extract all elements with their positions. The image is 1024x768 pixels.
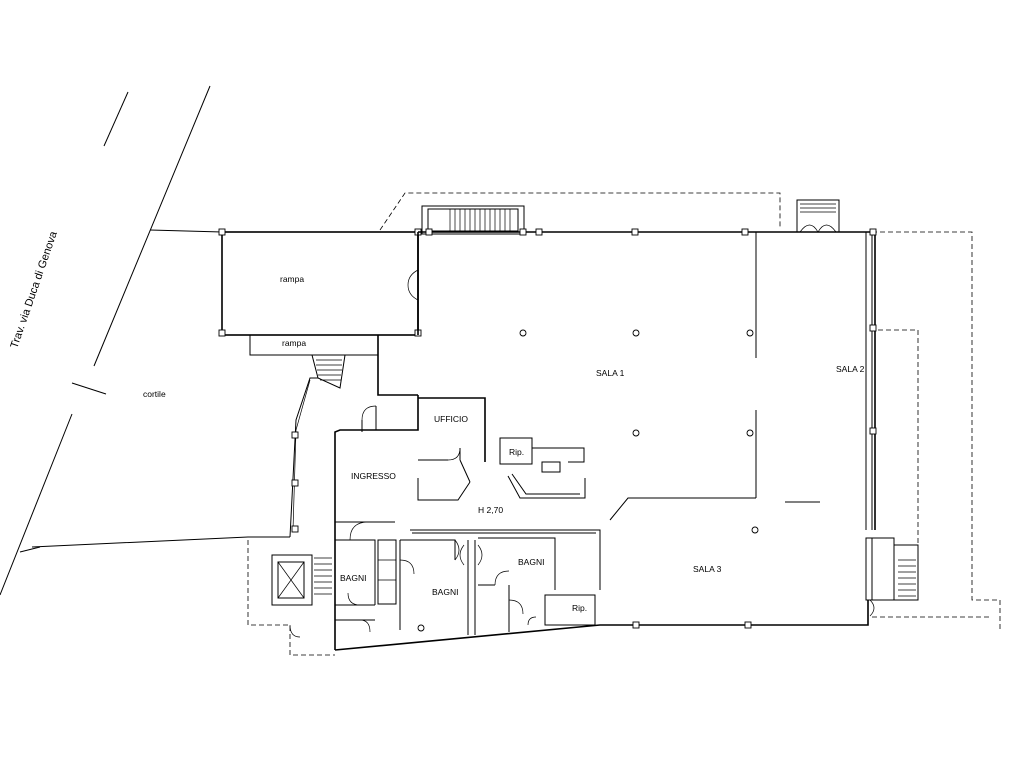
label-sala2: SALA 2 (836, 364, 865, 374)
bagni-middle-room (399, 539, 483, 635)
label-ufficio: UFFICIO (434, 414, 468, 424)
ingresso-door (361, 405, 377, 432)
courtyard-boundary (31, 229, 318, 548)
ufficio-room (417, 397, 486, 501)
dashed-boundary-top (247, 192, 1001, 656)
top-external-stair (421, 205, 525, 235)
bagni-left-room (335, 521, 397, 633)
label-height: H 2,70 (478, 505, 503, 515)
entrance-stairs (291, 354, 346, 533)
label-ingresso: INGRESSO (351, 471, 396, 481)
label-sala3: SALA 3 (693, 564, 722, 574)
columns-top (425, 228, 877, 435)
label-rip-center: Rip. (509, 447, 524, 457)
label-rampa-lower: rampa (282, 338, 306, 348)
label-rip-bottom: Rip. (572, 603, 587, 613)
label-bagni-right: BAGNI (518, 557, 544, 567)
bottom-left-stair (271, 554, 332, 638)
main-hall-walls (334, 231, 876, 651)
label-bagni-mid: BAGNI (432, 587, 458, 597)
interior-pillars (417, 329, 759, 632)
label-bagni-left: BAGNI (340, 573, 366, 583)
top-right-exit (796, 199, 840, 233)
street-edge-lines (0, 85, 211, 596)
street-label: Trav. via Duca di Genova (8, 229, 60, 350)
reception-area (499, 437, 586, 499)
label-rampa-upper: rampa (280, 274, 304, 284)
bagni-right-room (478, 537, 596, 632)
label-cortile: cortile (143, 389, 166, 399)
rampa-upper-block (218, 228, 422, 356)
label-sala1: SALA 1 (596, 368, 625, 378)
sala-partitions (609, 232, 820, 521)
bottom-right-stair (632, 537, 919, 629)
